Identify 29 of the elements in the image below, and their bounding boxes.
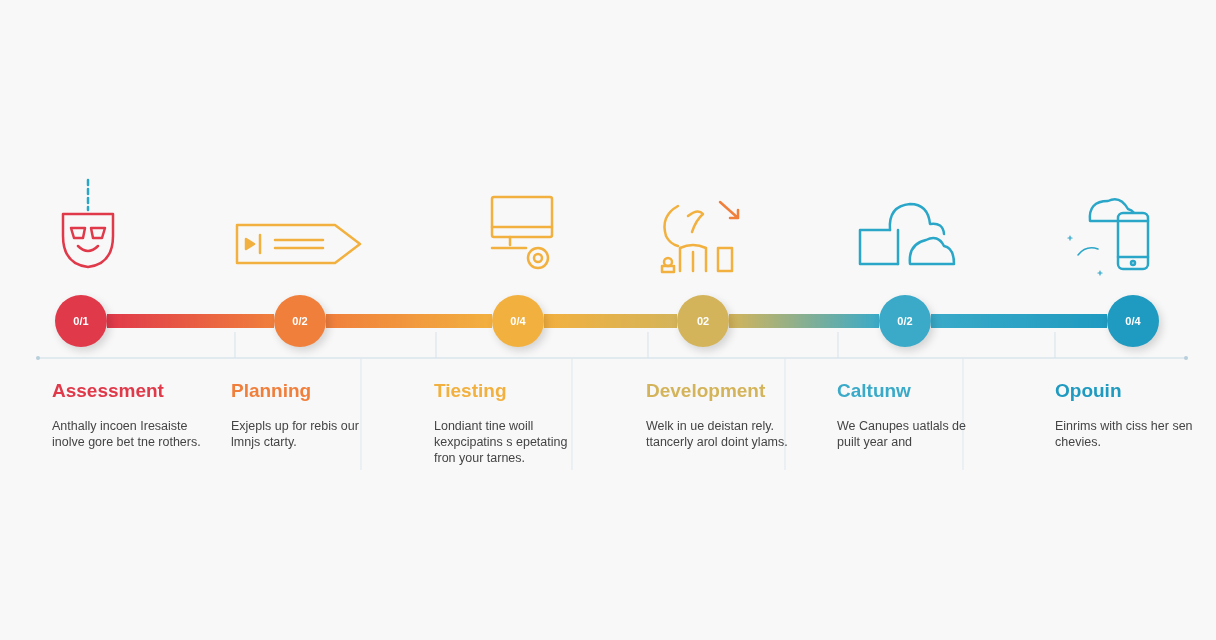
step-description: Londiant tine woill kexpcipatins s epetating fron your tarnes. — [434, 418, 569, 466]
step-description: Anthally incoen Iresaiste inolve gore bet tne rothers. — [52, 418, 202, 450]
step-number: 0/2 — [292, 315, 308, 327]
step-number: 02 — [696, 315, 710, 327]
step-description: We Canupes uatlals de puilt year and — [837, 418, 968, 450]
step-circle — [677, 295, 729, 347]
step-description: Welk in ue deistan rely. ttancerly arol doint ylams. — [646, 418, 789, 450]
step-circle — [879, 295, 931, 347]
step-circle — [274, 295, 326, 347]
step-circle — [492, 295, 544, 347]
step-description: Einrims with ciss her sen chevies. — [1055, 418, 1194, 450]
step-title: Assessment — [52, 380, 164, 402]
step-number: 0/4 — [510, 315, 526, 327]
step-number: 0/4 — [1125, 315, 1141, 327]
timeline-bar — [729, 314, 879, 328]
step-circle — [55, 295, 107, 347]
step-title: Development — [646, 380, 766, 402]
step-circle — [1107, 295, 1159, 347]
timeline-bar — [544, 314, 677, 328]
timeline-bar — [931, 314, 1107, 328]
timeline-bar — [107, 314, 274, 328]
step-title: Opouin — [1055, 380, 1122, 402]
step-title: Caltunw — [837, 380, 911, 402]
step-description: Exjepls up for rebis our lmnjs ctarty. — [231, 418, 360, 450]
step-title: Planning — [231, 380, 312, 402]
step-number: 0/1 — [73, 315, 89, 327]
timeline-bar — [326, 314, 492, 328]
step-title: Tiesting — [434, 380, 507, 402]
step-number: 0/2 — [897, 315, 913, 327]
